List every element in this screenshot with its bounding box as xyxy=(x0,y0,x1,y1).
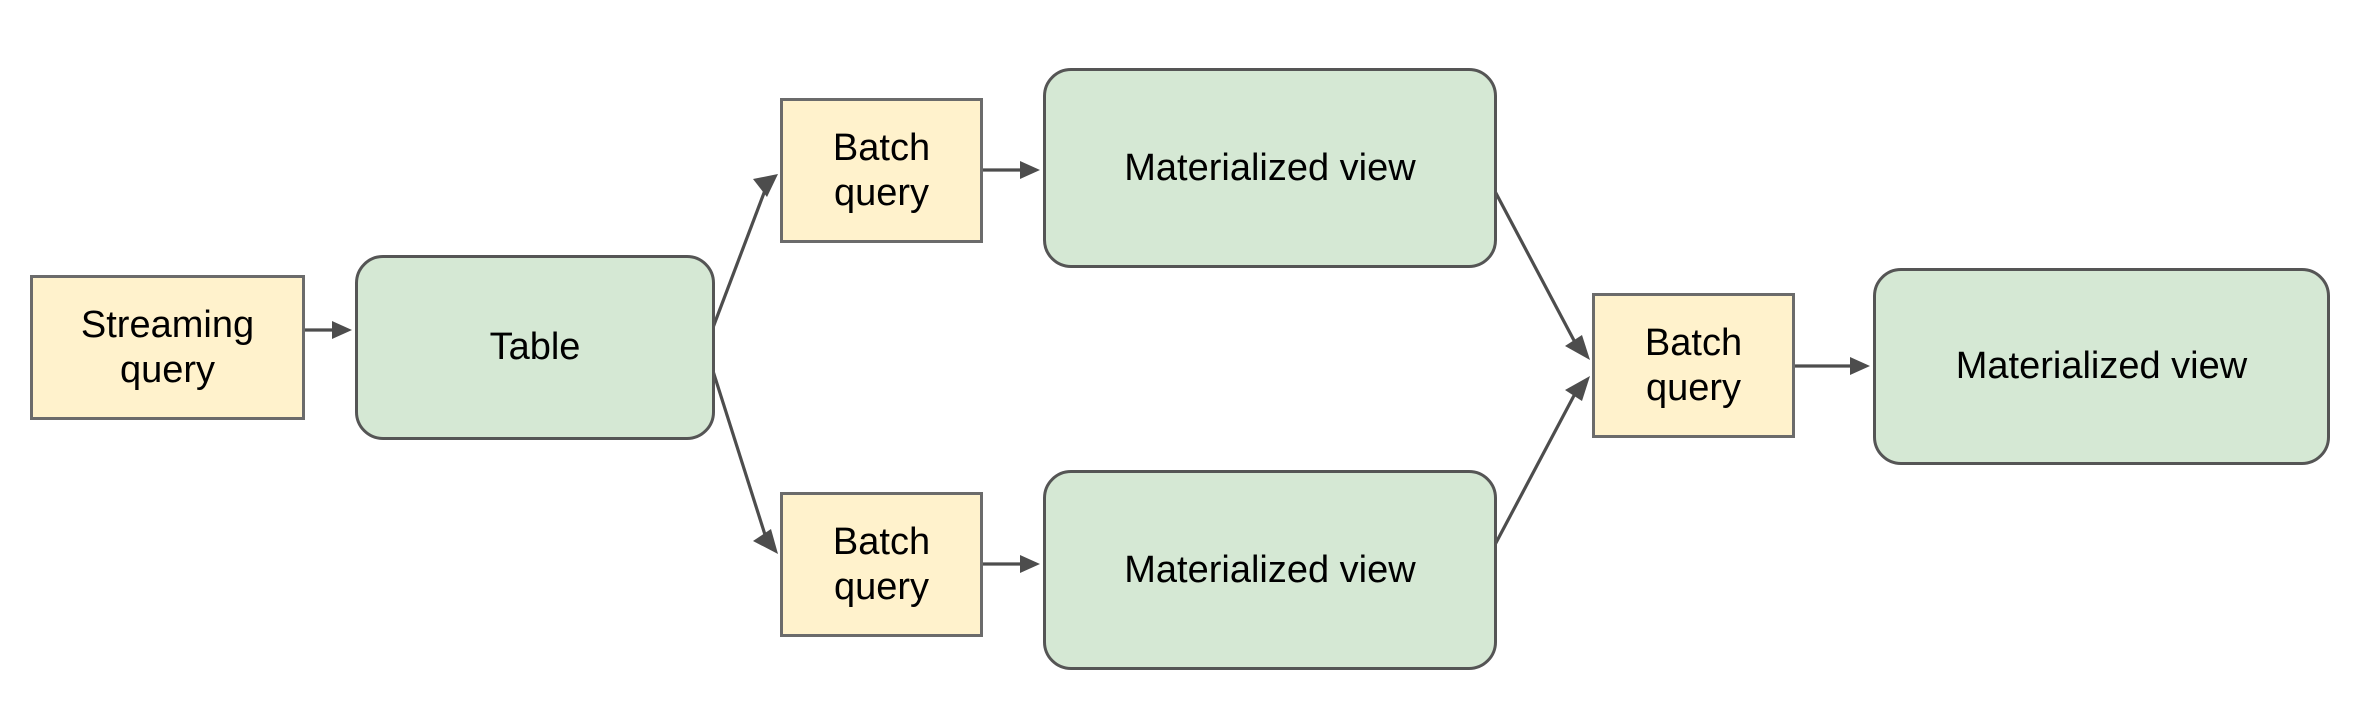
node-materialized-view-final-label: Materialized view xyxy=(1955,345,2248,388)
node-table-label: Table xyxy=(489,326,581,369)
node-streaming-query[interactable]: Streaming query xyxy=(30,275,305,420)
edge-batch-bottom-to-mv-bottom xyxy=(983,555,1040,573)
node-materialized-view-top[interactable]: Materialized view xyxy=(1043,68,1497,268)
node-batch-query-bottom[interactable]: Batch query xyxy=(780,492,983,637)
edge-batch-top-to-mv-top xyxy=(983,161,1040,179)
node-batch-query-join[interactable]: Batch query xyxy=(1592,293,1795,438)
edge-batch-join-to-mv-final xyxy=(1795,357,1870,375)
edge-table-to-batch-bottom xyxy=(704,348,778,554)
node-materialized-view-bottom[interactable]: Materialized view xyxy=(1043,470,1497,670)
node-batch-query-top[interactable]: Batch query xyxy=(780,98,983,243)
edge-streaming-to-table xyxy=(305,321,352,339)
node-batch-query-bottom-label: Batch query xyxy=(832,520,931,608)
edge-table-to-batch-top xyxy=(704,174,778,347)
edge-mv-top-to-batch-join xyxy=(1487,179,1590,360)
node-materialized-view-final[interactable]: Materialized view xyxy=(1873,268,2330,465)
node-batch-query-top-label: Batch query xyxy=(832,126,931,214)
edge-mv-bottom-to-batch-join xyxy=(1487,376,1590,557)
node-table[interactable]: Table xyxy=(355,255,715,440)
node-materialized-view-bottom-label: Materialized view xyxy=(1124,548,1416,591)
node-streaming-query-label: Streaming query xyxy=(80,303,255,391)
node-batch-query-join-label: Batch query xyxy=(1644,321,1743,409)
node-materialized-view-top-label: Materialized view xyxy=(1124,146,1416,189)
